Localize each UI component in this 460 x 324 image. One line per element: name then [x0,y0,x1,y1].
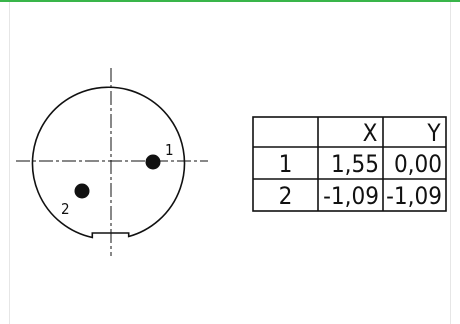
pin-1 [145,154,161,170]
accent-top-rule [0,0,460,2]
pin-2-label: 2 [61,200,70,218]
pin-2 [74,183,90,199]
right-border [450,2,451,324]
row-1-x: 1,55 [331,150,379,178]
row-2-pin: 2 [279,182,293,210]
row-2-y: -1,09 [386,182,442,210]
row-2-x: -1,09 [323,182,379,210]
pin-1-label: 1 [165,141,174,159]
row-1-pin: 1 [279,150,293,178]
row-1-y: 0,00 [394,150,442,178]
header-cell-y: Y [426,119,441,147]
connector-outline [31,86,186,239]
header-cell-x: X [363,119,378,147]
left-border [9,2,10,324]
coordinate-table [252,116,447,212]
